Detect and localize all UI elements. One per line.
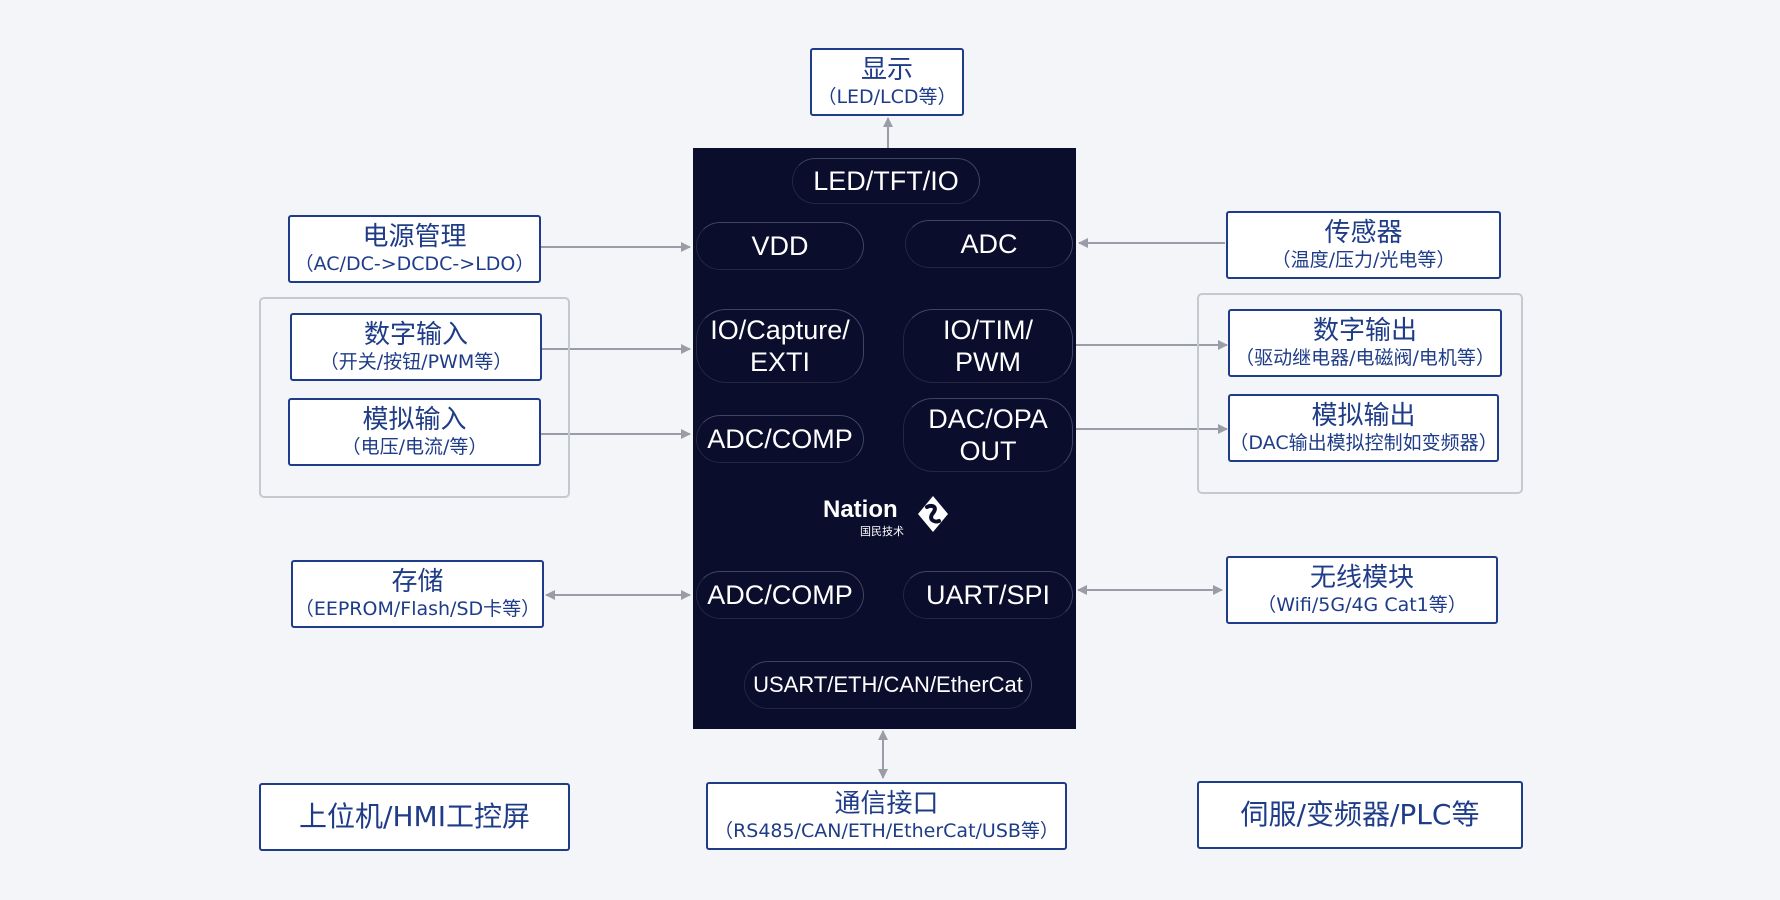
wireless-module-title: 无线模块: [1309, 563, 1414, 593]
chip-block-io-capture-exti: IO/Capture/ EXTI: [696, 309, 864, 383]
chip-block-uart-spi: UART/SPI: [903, 571, 1073, 619]
analog-input-box: 模拟输入 （电压/电流/等）: [288, 398, 541, 466]
chip-block-dac-opa-out: DAC/OPA OUT: [903, 398, 1073, 472]
communication-interface-subtitle: （RS485/CAN/ETH/EtherCat/USB等）: [714, 820, 1059, 842]
digital-output-title: 数字输出: [1312, 316, 1417, 346]
servo-plc-box: 伺服/变频器/PLC等: [1197, 781, 1523, 849]
communication-interface-title: 通信接口: [834, 789, 939, 819]
chip-block-adc: ADC: [905, 220, 1073, 268]
nation-logo-icon: [918, 496, 948, 532]
nation-logo: Nation 国民技术: [820, 494, 950, 544]
digital-input-title: 数字输入: [363, 320, 468, 350]
digital-input-subtitle: （开关/按钮/PWM等）: [319, 351, 513, 373]
wireless-module-subtitle: （Wifi/5G/4G Cat1等）: [1257, 594, 1467, 616]
chip-block-vdd: VDD: [696, 222, 864, 270]
analog-output-box: 模拟输出 （DAC输出模拟控制如变频器）: [1228, 394, 1499, 462]
logo-subtitle: 国民技术: [860, 525, 904, 538]
input-group: [259, 297, 570, 498]
chip-block-usart-eth-can-ethercat: USART/ETH/CAN/EtherCat: [744, 661, 1032, 709]
chip-block-adc-comp-1: ADC/COMP: [696, 415, 864, 463]
sensor-subtitle: （温度/压力/光电等）: [1271, 249, 1456, 271]
host-hmi-title: 上位机/HMI工控屏: [299, 800, 530, 833]
host-hmi-box: 上位机/HMI工控屏: [259, 783, 570, 851]
display-box: 显示 （LED/LCD等）: [810, 48, 964, 116]
communication-interface-box: 通信接口 （RS485/CAN/ETH/EtherCat/USB等）: [706, 782, 1067, 850]
chip-block-adc-comp-2: ADC/COMP: [696, 571, 864, 619]
sensor-box: 传感器 （温度/压力/光电等）: [1226, 211, 1501, 279]
display-subtitle: （LED/LCD等）: [817, 86, 957, 108]
servo-plc-title: 伺服/变频器/PLC等: [1240, 798, 1480, 831]
wireless-module-box: 无线模块 （Wifi/5G/4G Cat1等）: [1226, 556, 1498, 624]
storage-title: 存储: [391, 567, 444, 597]
chip-block-io-tim-pwm: IO/TIM/ PWM: [903, 309, 1073, 383]
analog-output-title: 模拟输出: [1311, 401, 1416, 431]
power-management-title: 电源管理: [362, 222, 467, 252]
analog-input-subtitle: （电压/电流/等）: [341, 436, 488, 458]
storage-box: 存储 （EEPROM/Flash/SD卡等）: [291, 560, 544, 628]
analog-input-title: 模拟输入: [362, 405, 467, 435]
power-management-subtitle: （AC/DC->DCDC->LDO）: [294, 253, 535, 275]
sensor-title: 传感器: [1324, 218, 1403, 248]
power-management-box: 电源管理 （AC/DC->DCDC->LDO）: [288, 215, 541, 283]
digital-input-box: 数字输入 （开关/按钮/PWM等）: [290, 313, 542, 381]
storage-subtitle: （EEPROM/Flash/SD卡等）: [294, 598, 541, 620]
logo-wordmark: Nation: [823, 496, 898, 523]
chip-block-led-tft-io: LED/TFT/IO: [792, 158, 980, 204]
digital-output-subtitle: （驱动继电器/电磁阀/电机等）: [1235, 347, 1495, 369]
display-title: 显示: [860, 55, 913, 85]
output-group: [1197, 293, 1523, 494]
digital-output-box: 数字输出 （驱动继电器/电磁阀/电机等）: [1228, 309, 1502, 377]
mcu-chip: [693, 148, 1076, 729]
analog-output-subtitle: （DAC输出模拟控制如变频器）: [1229, 432, 1498, 454]
